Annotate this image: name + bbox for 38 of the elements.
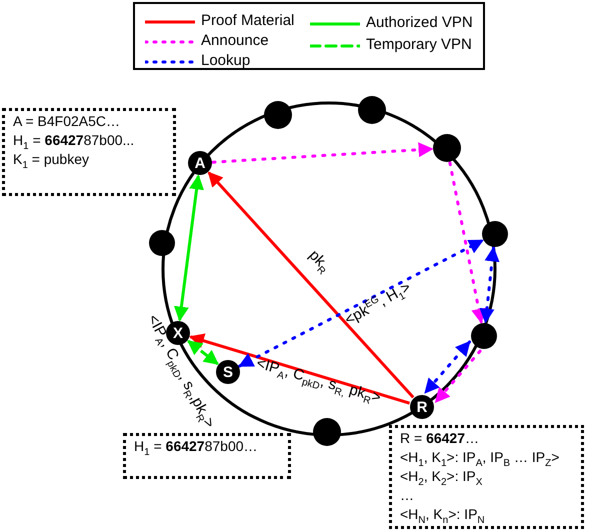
- legend-label: Lookup: [201, 52, 250, 69]
- arrow: [187, 340, 219, 366]
- arrow: [189, 334, 410, 405]
- ring-node: [313, 418, 341, 446]
- info-box: [389, 425, 584, 529]
- info-line: A = B4F02A5C…: [13, 113, 122, 131]
- arrow: [434, 350, 482, 404]
- info-line: H$_{1}$ = 6642787b00...: [13, 132, 136, 151]
- info-line: K$_{1}$ = pubkey: [13, 151, 90, 170]
- arrow: [424, 340, 472, 394]
- legend-label: Temporary VPN: [366, 36, 472, 53]
- arrow: [448, 161, 486, 324]
- info-box: [2, 108, 176, 196]
- ring-node: [358, 96, 386, 124]
- peer-node: S: [216, 360, 240, 384]
- arrow: [211, 142, 434, 164]
- arrow: [480, 246, 500, 324]
- arrow: [238, 238, 484, 368]
- info-line: R = 66427…: [400, 430, 480, 448]
- legend-label: Authorized VPN: [366, 14, 473, 31]
- ring-node: [471, 323, 497, 349]
- info-line: …: [400, 487, 415, 505]
- peer-node: A: [188, 151, 212, 175]
- ring-node: [433, 134, 461, 162]
- legend-label: Proof Material: [201, 12, 294, 29]
- info-line: <H$_{1}$, K$_{1}$>: IP$_{A}$, IP$_{B}$ … IP$_{Z}$>: [400, 449, 560, 468]
- ring-node: [264, 101, 292, 129]
- peer-node: R: [410, 395, 434, 419]
- info-line: <H$_{2}$, K$_{2}$>: IP$_{X}$: [400, 468, 484, 487]
- peer-node: X: [166, 321, 190, 345]
- ring-node: [482, 221, 508, 247]
- info-line: H$_{1}$ = 6642787b00…: [134, 438, 259, 457]
- info-line: <H$_{N}$, K$_{n}$>: IP$_{N}$: [400, 506, 486, 525]
- info-box: [123, 433, 291, 479]
- arrow: [208, 172, 414, 398]
- ring-node: [149, 230, 175, 256]
- legend-label: Announce: [201, 32, 269, 49]
- arrow: [174, 174, 204, 322]
